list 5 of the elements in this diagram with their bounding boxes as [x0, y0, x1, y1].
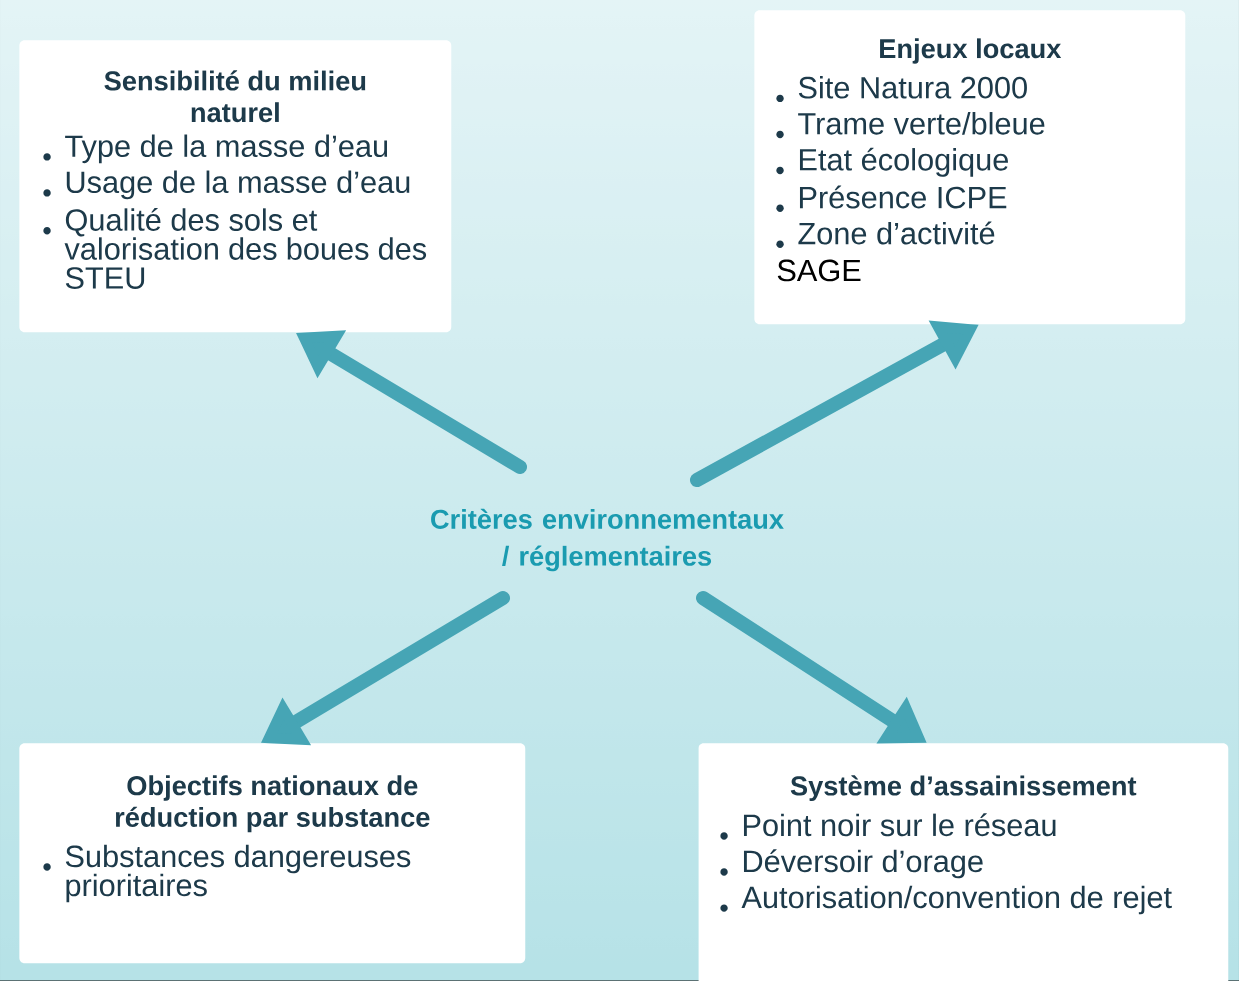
- center-label: Critères environnementaux / réglementaires: [431, 508, 784, 572]
- text-box: Enjeux locaux Site Natura 2000 Trame verte/bleue Etat écologique Présence ICPE Zone d’activité SAGE: [754, 10, 1186, 325]
- text-box: Sensibilité du milieu naturel Type de la masse d’eau Usage de la masse d’eau Qualité des sols et valorisation des boues des STEU: [19, 40, 452, 333]
- text-box: Système d’assainissement Point noir sur le réseau Déversoir d’orage Autorisation/convention de rejet: [698, 743, 1229, 981]
- text-box: Objectifs nationaux de réduction par substance Substances dangereuses prioritaires: [19, 743, 526, 964]
